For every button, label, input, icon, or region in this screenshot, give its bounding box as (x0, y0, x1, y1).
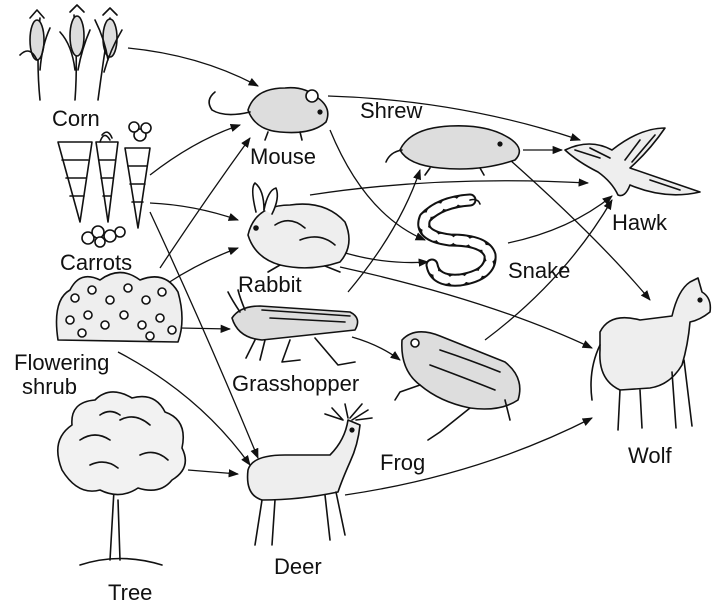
arrow-grasshopper-to-frog (352, 337, 400, 360)
flowering-shrub-label-line2: shrub (22, 376, 77, 398)
wolf-illustration (591, 278, 710, 430)
shrew-label: Shrew (360, 100, 422, 122)
tree-illustration (58, 392, 186, 565)
carrots-illustration (58, 122, 151, 247)
tree-label: Tree (108, 582, 152, 604)
arrow-tree-to-deer (188, 470, 238, 474)
arrow-corn-to-mouse (128, 48, 258, 86)
mouse-label: Mouse (250, 146, 316, 168)
wolf-label: Wolf (628, 445, 672, 467)
arrow-snake-to-hawk (508, 196, 612, 243)
arrow-shrub-to-grasshopper (180, 328, 230, 329)
rabbit-label: Rabbit (238, 274, 302, 296)
snake-label: Snake (508, 260, 570, 282)
snake-illustration (424, 200, 490, 281)
frog-label: Frog (380, 452, 425, 474)
flowering-shrub-illustration (57, 273, 183, 343)
arrow-shrub-to-rabbit (168, 248, 238, 283)
shrew-illustration (386, 126, 519, 175)
deer-illustration (248, 404, 372, 545)
flowering-shrub-label-line1: Flowering (14, 352, 109, 374)
hawk-label: Hawk (612, 212, 667, 234)
corn-label: Corn (52, 108, 100, 130)
mouse-illustration (209, 88, 328, 140)
frog-illustration (395, 332, 520, 440)
carrots-label: Carrots (60, 252, 132, 274)
deer-label: Deer (274, 556, 322, 578)
arrow-rabbit-to-snake (342, 252, 428, 263)
arrow-carrots-to-mouse (150, 125, 240, 175)
rabbit-illustration (248, 183, 349, 272)
hawk-illustration (565, 128, 700, 196)
grasshopper-label: Grasshopper (232, 373, 359, 395)
grasshopper-illustration (228, 290, 358, 365)
corn-illustration (20, 5, 122, 100)
